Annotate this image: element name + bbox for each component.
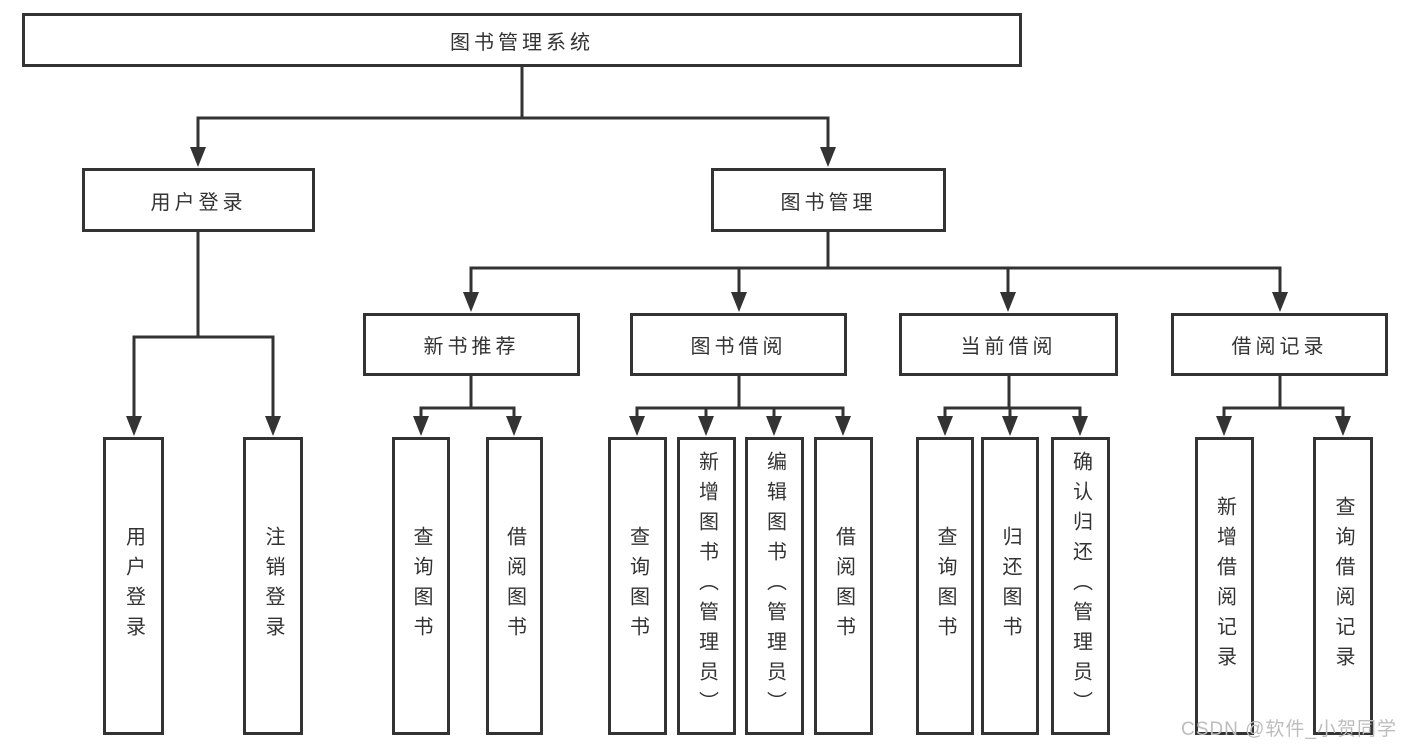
node-user-login-label: 用户登录 <box>150 191 247 214</box>
node-borrowing-records-label: 借阅记录 <box>1231 336 1328 358</box>
node-user-login: 用户登录 <box>82 168 315 232</box>
leaf-logout-label: 注销登录 <box>262 526 284 646</box>
csdn-watermark: CSDN @软件_小贺同学 <box>1181 719 1397 740</box>
leaf-borrow-add-books-admin-label: 新增图书（管理员） <box>695 451 718 721</box>
leaf-current-return-books-label: 归还图书 <box>999 526 1021 646</box>
leaf-newbook-borrow-books-label: 借阅图书 <box>503 526 526 646</box>
node-root-label: 图书管理系统 <box>450 31 594 54</box>
leaf-records-add-borrow-record-label: 新增借阅记录 <box>1213 496 1236 676</box>
leaf-records-query-borrow-record-label: 查询借阅记录 <box>1332 496 1354 676</box>
node-book-borrowing-label: 图书借阅 <box>690 336 787 358</box>
leaf-current-return-books: 归还图书 <box>981 437 1039 735</box>
leaf-user-login-label: 用户登录 <box>122 526 145 646</box>
node-current-borrowing-label: 当前借阅 <box>960 336 1057 358</box>
leaf-logout: 注销登录 <box>243 437 303 735</box>
leaf-newbook-query-books: 查询图书 <box>392 437 450 735</box>
node-new-book-recommend-label: 新书推荐 <box>423 336 520 358</box>
leaf-newbook-borrow-books: 借阅图书 <box>486 437 543 735</box>
leaf-borrow-borrow-books: 借阅图书 <box>814 437 873 735</box>
leaf-borrow-edit-books-admin-label: 编辑图书（管理员） <box>763 451 786 721</box>
leaf-records-query-borrow-record: 查询借阅记录 <box>1313 437 1373 735</box>
leaf-current-query-books-label: 查询图书 <box>934 526 956 646</box>
leaf-borrow-query-books: 查询图书 <box>608 437 667 735</box>
node-book-borrowing: 图书借阅 <box>630 313 847 376</box>
node-new-book-recommend: 新书推荐 <box>363 313 580 376</box>
leaf-current-confirm-return-admin-label: 确认归还（管理员） <box>1069 451 1092 721</box>
node-root-library-system: 图书管理系统 <box>22 13 1022 67</box>
leaf-current-query-books: 查询图书 <box>916 437 974 735</box>
leaf-user-login: 用户登录 <box>103 437 164 735</box>
leaf-borrow-edit-books-admin: 编辑图书（管理员） <box>745 437 804 735</box>
leaf-borrow-add-books-admin: 新增图书（管理员） <box>677 437 736 735</box>
leaf-current-confirm-return-admin: 确认归还（管理员） <box>1051 437 1110 735</box>
node-book-management-label: 图书管理 <box>780 191 877 214</box>
node-current-borrowing: 当前借阅 <box>899 313 1118 376</box>
leaf-newbook-query-books-label: 查询图书 <box>410 526 432 646</box>
leaf-borrow-borrow-books-label: 借阅图书 <box>832 526 855 646</box>
node-book-management: 图书管理 <box>711 168 946 232</box>
node-borrowing-records: 借阅记录 <box>1171 313 1388 376</box>
leaf-borrow-query-books-label: 查询图书 <box>626 526 649 646</box>
leaf-records-add-borrow-record: 新增借阅记录 <box>1195 437 1254 735</box>
